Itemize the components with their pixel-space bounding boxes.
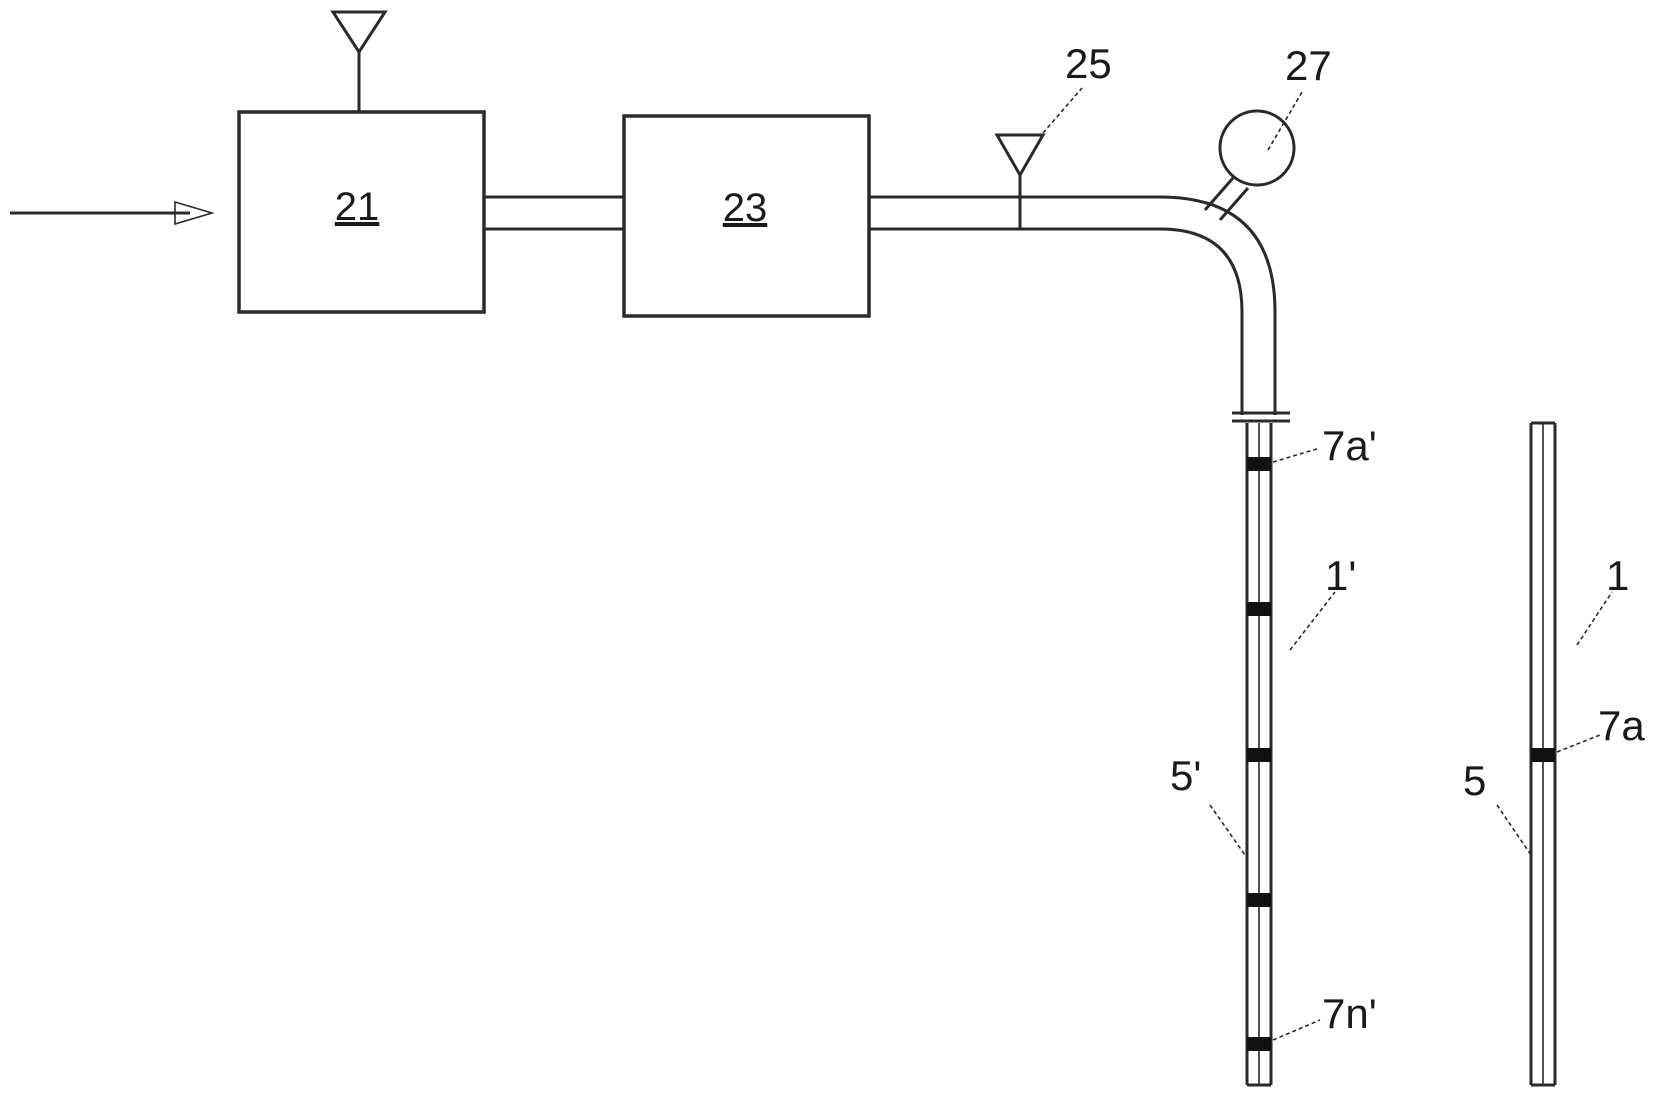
label-7a-prime: 7a' [1322, 422, 1377, 469]
marker-3-prime [1247, 748, 1271, 762]
sensor-25-icon [994, 133, 1046, 229]
input-arrow [10, 200, 215, 226]
label-5: 5 [1463, 757, 1486, 804]
marker-7a-prime [1247, 457, 1271, 471]
block-23-label: 23 [723, 186, 768, 230]
leader-line-7a-prime [1272, 447, 1321, 463]
block-21-label: 21 [335, 185, 380, 229]
antenna-icon [330, 10, 388, 112]
label-1-prime: 1' [1325, 552, 1356, 599]
gauge-27-icon [1203, 109, 1296, 221]
leader-line-1-prime [1289, 591, 1336, 651]
main-pipe [869, 195, 1277, 415]
leader-line-1 [1576, 591, 1613, 646]
label-5-prime: 5' [1170, 752, 1201, 799]
block-23 [622, 114, 871, 318]
block-21 [237, 110, 486, 314]
leader-line-7a [1556, 734, 1601, 753]
leader-line-5-prime [1209, 804, 1248, 859]
marker-7a [1531, 748, 1555, 762]
marker-2-prime [1247, 602, 1271, 616]
label-7n-prime: 7n' [1322, 990, 1377, 1037]
marker-7n-prime [1247, 1037, 1271, 1051]
coupling-flange [1232, 411, 1290, 423]
connecting-pipe-21-23 [484, 195, 624, 231]
label-27: 27 [1285, 42, 1332, 89]
leader-line-7n-prime [1272, 1019, 1321, 1041]
label-7a: 7a [1598, 702, 1645, 749]
leader-line-5 [1496, 804, 1532, 856]
label-25: 25 [1065, 40, 1112, 87]
leader-line-25 [1042, 87, 1083, 134]
marker-4-prime [1247, 893, 1271, 907]
leader-line-27 [1267, 91, 1303, 151]
label-1: 1 [1606, 552, 1629, 599]
